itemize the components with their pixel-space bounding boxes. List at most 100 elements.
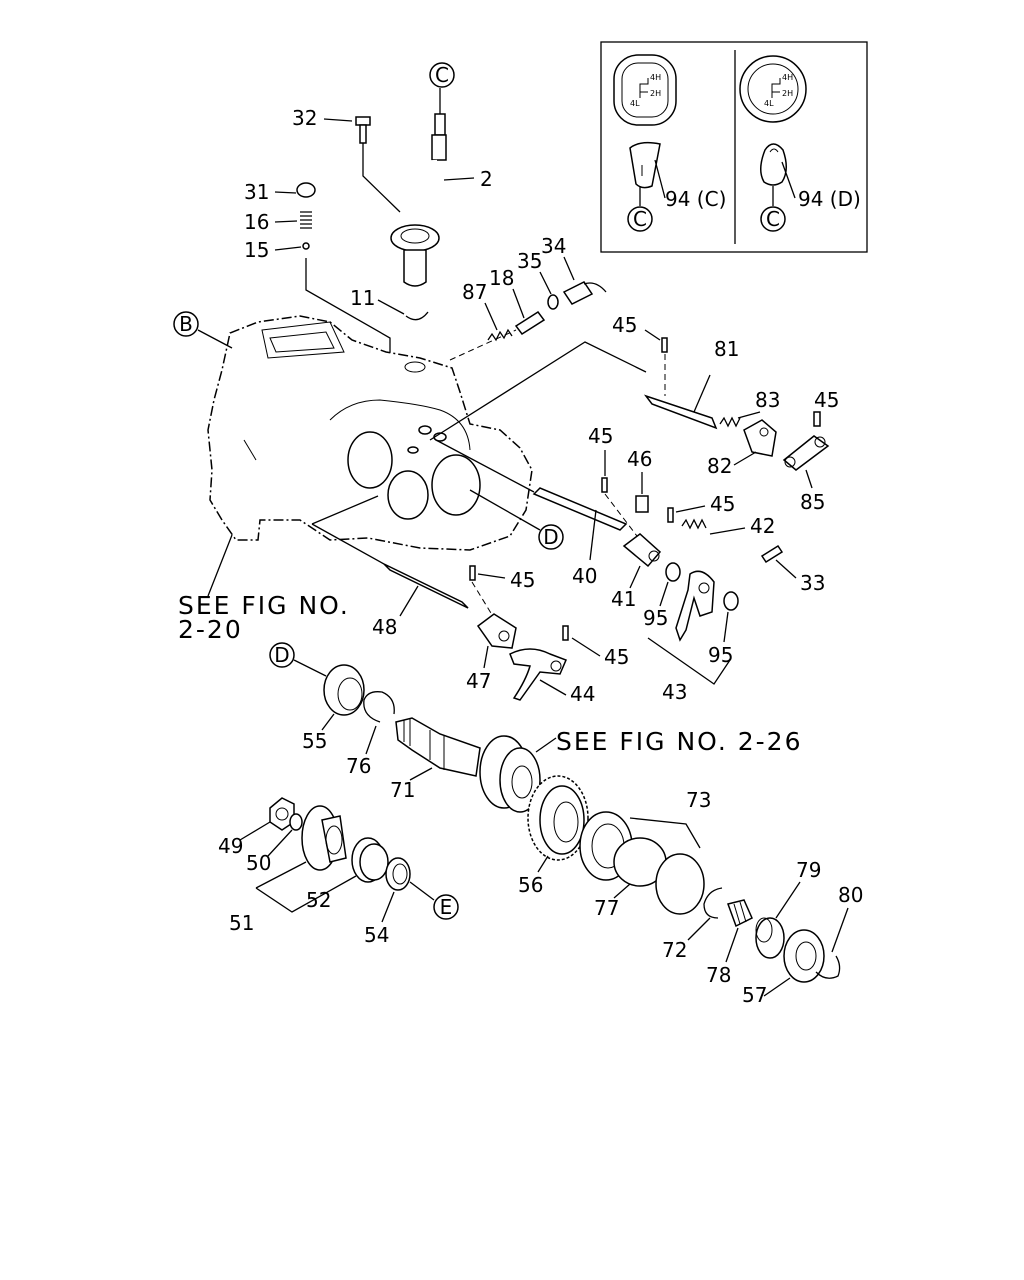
callout-56: 56 bbox=[518, 873, 543, 897]
callout-48: 48 bbox=[372, 615, 397, 639]
seal-52: 52 bbox=[306, 837, 389, 912]
svg-text:C: C bbox=[435, 63, 449, 87]
bearing-55: 55 bbox=[302, 664, 365, 753]
knob-d-side-view bbox=[760, 143, 796, 206]
shift-label-4h: 4H bbox=[650, 73, 661, 82]
knob-d-top-view: 4H 2H 4L bbox=[739, 55, 807, 123]
svg-text:C: C bbox=[633, 207, 647, 231]
callout-45e: 45 bbox=[510, 568, 535, 592]
callout-78: 78 bbox=[706, 963, 731, 987]
needle-bearing-78: 78 bbox=[706, 899, 753, 987]
shift-label-4l: 4L bbox=[630, 99, 640, 108]
shift-lever-assembly: C 2 bbox=[390, 62, 493, 287]
washer-73b bbox=[655, 853, 705, 915]
shift-label-2h: 2H bbox=[650, 89, 661, 98]
callout-43: 43 bbox=[662, 680, 687, 704]
transfer-case-housing bbox=[207, 315, 533, 551]
pin-45-mid: 45 bbox=[588, 424, 641, 541]
callout-45c: 45 bbox=[588, 424, 613, 448]
svg-text:B: B bbox=[179, 312, 193, 336]
callout-79: 79 bbox=[796, 858, 821, 882]
pin-45-top: 45 bbox=[612, 313, 668, 396]
callout-57: 57 bbox=[742, 983, 767, 1007]
callout-80: 80 bbox=[838, 883, 863, 907]
block-41: 41 bbox=[611, 533, 662, 611]
callout-11: 11 bbox=[350, 286, 375, 310]
output-shaft-71: 71 bbox=[390, 717, 481, 802]
callout-83: 83 bbox=[755, 388, 780, 412]
shaft-81: 81 bbox=[429, 337, 739, 441]
callout-33: 33 bbox=[800, 571, 825, 595]
callout-16: 16 bbox=[244, 210, 269, 234]
callout-41: 41 bbox=[611, 587, 636, 611]
callout-55: 55 bbox=[302, 729, 327, 753]
knob-c-side-view bbox=[629, 141, 666, 206]
marker-c-inset1: C bbox=[627, 206, 653, 232]
callout-50: 50 bbox=[246, 851, 271, 875]
flange-51: 51 bbox=[229, 805, 357, 935]
marker-c-top: C bbox=[429, 62, 455, 88]
callout-85: 85 bbox=[800, 490, 825, 514]
gear-56: 56 bbox=[518, 775, 589, 897]
callout-95a: 95 bbox=[643, 606, 668, 630]
callout-32: 32 bbox=[292, 106, 317, 130]
block-82: 82 bbox=[707, 419, 777, 478]
clip-11: 11 bbox=[350, 286, 429, 321]
svg-text:D: D bbox=[543, 525, 558, 549]
callout-46: 46 bbox=[627, 447, 652, 471]
callout-94-c: 94 (C) bbox=[665, 187, 726, 211]
marker-d-bearing: D bbox=[269, 642, 327, 677]
shaft-48: 48 bbox=[311, 495, 469, 639]
spring-16: 16 bbox=[244, 210, 312, 234]
shift-label-4l-d: 4L bbox=[764, 99, 774, 108]
callout-34: 34 bbox=[541, 234, 566, 258]
shift-label-4h-d: 4H bbox=[782, 73, 793, 82]
callout-81: 81 bbox=[714, 337, 739, 361]
spacer-79: 79 bbox=[755, 858, 821, 959]
callout-82: 82 bbox=[707, 454, 732, 478]
callout-31: 31 bbox=[244, 180, 269, 204]
snap-ring-80: 80 bbox=[815, 883, 863, 979]
callout-72: 72 bbox=[662, 938, 687, 962]
see-fig-2-26: SEE FIG NO. 2-26 bbox=[556, 727, 802, 756]
knob-c-top-view: 4H 2H 4L bbox=[613, 54, 677, 126]
callout-44: 44 bbox=[570, 682, 595, 706]
callout-95b: 95 bbox=[708, 643, 733, 667]
link-85: 85 bbox=[782, 435, 830, 514]
see-fig-2-20-line1: SEE FIG NO. bbox=[178, 591, 350, 620]
washer-77: 77 bbox=[594, 837, 667, 920]
callout-45a: 45 bbox=[612, 313, 637, 337]
pin-45-right: 45 bbox=[813, 388, 839, 427]
block-47: 47 bbox=[466, 613, 517, 693]
nut-49: 49 bbox=[218, 797, 295, 858]
svg-text:D: D bbox=[274, 643, 289, 667]
bearing-57: 57 bbox=[742, 929, 825, 1007]
callout-54: 54 bbox=[364, 923, 389, 947]
snap-ring-72: 72 bbox=[662, 887, 723, 962]
inset-shift-knobs: 4H 2H 4L C 94 (C) 4H 2H 4L bbox=[600, 41, 868, 253]
plunger-18: 18 bbox=[489, 266, 546, 336]
callout-47: 47 bbox=[466, 669, 491, 693]
spring-87: 87 bbox=[462, 280, 513, 342]
pin-45-left: 45 bbox=[469, 565, 535, 619]
callout-42: 42 bbox=[750, 514, 775, 538]
fork-44: 44 bbox=[509, 648, 595, 706]
pin-33: 33 bbox=[760, 544, 825, 595]
callout-71: 71 bbox=[390, 778, 415, 802]
bushing-95-right: 95 bbox=[708, 591, 739, 667]
callout-18: 18 bbox=[489, 266, 514, 290]
svg-text:C: C bbox=[766, 207, 780, 231]
marker-c-inset2: C bbox=[760, 206, 786, 232]
snap-ring-76: 76 bbox=[346, 691, 395, 778]
marker-d-shaft: D bbox=[469, 489, 564, 550]
washer-50: 50 bbox=[246, 813, 303, 875]
seal-54: 54 bbox=[364, 857, 435, 947]
switch-34: 34 bbox=[541, 234, 607, 305]
callout-45f: 45 bbox=[604, 645, 629, 669]
marker-b: B bbox=[173, 311, 233, 349]
ball-15: 15 bbox=[244, 238, 391, 356]
pin-45-mid2: 45 bbox=[667, 492, 735, 523]
callout-77: 77 bbox=[594, 896, 619, 920]
plug-31: 31 bbox=[244, 180, 316, 204]
